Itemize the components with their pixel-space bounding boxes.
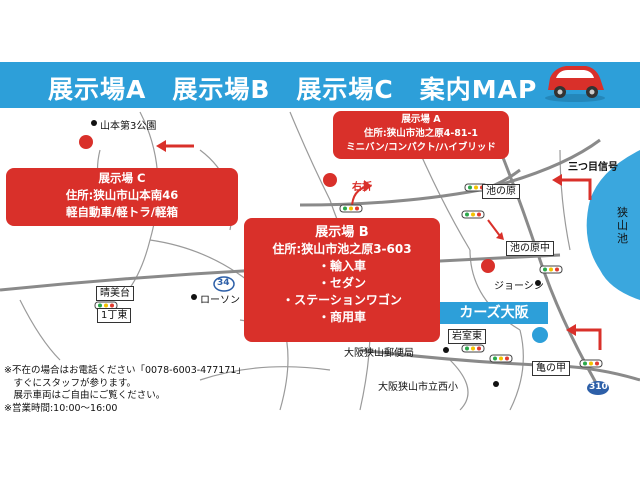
label-school: 大阪狭山市立西小 bbox=[378, 382, 458, 393]
callout-showroom-b: 展示場 B 住所:狭山市池之原3-603 ・輸入車 ・セダン ・ステーションワゴ… bbox=[244, 218, 440, 342]
note-line: すぐにスタッフが参ります。 bbox=[4, 377, 137, 389]
label-iwamuro: 岩室東 bbox=[448, 329, 486, 344]
car-icon bbox=[545, 66, 605, 102]
note-line: ※営業時間:10:00～16:00 bbox=[4, 402, 118, 414]
label-sayamaike: 狭山池 bbox=[617, 206, 628, 245]
label-post-office: 大阪狭山郵便局 bbox=[344, 348, 414, 359]
callout-showroom-a: 展示場 A 住所:狭山市池之原4-81-1 ミニバン/コンパクト/ハイブリッド bbox=[333, 111, 509, 159]
label-yamamoto-park: 山本第3公園 bbox=[100, 121, 157, 132]
arrow-mitsume bbox=[560, 178, 592, 200]
notes: ※不在の場合はお電話ください「0078-6003-477171」 すぐにスタッフ… bbox=[4, 365, 246, 415]
marker-cars-osaka bbox=[532, 327, 548, 343]
note-line: ※不在の場合はお電話ください「0078-6003-477171」 bbox=[4, 365, 246, 376]
label-joshin: ジョーシン bbox=[494, 281, 544, 292]
callout-c-title: 展示場 C bbox=[98, 171, 146, 185]
label-chome: 1丁東 bbox=[97, 308, 132, 323]
callout-c-items: 軽自動車/軽トラ/軽箱 bbox=[66, 205, 178, 219]
label-ikenohara: 池の原 bbox=[482, 184, 520, 199]
traffic-lights bbox=[94, 183, 603, 368]
label-kamenoko: 亀の甲 bbox=[532, 361, 570, 376]
callout-a-address: 住所:狭山市池之原4-81-1 bbox=[363, 128, 479, 139]
callout-b-item: ・商用車 bbox=[317, 310, 366, 324]
note-line: 展示車両はご自由にご覧ください。 bbox=[4, 390, 166, 401]
callout-a-items: ミニバン/コンパクト/ハイブリッド bbox=[346, 142, 496, 153]
route-310: 310 bbox=[589, 382, 608, 392]
label-uturn: 右折 bbox=[352, 182, 372, 193]
callout-b-item: ・ステーションワゴン bbox=[282, 293, 402, 307]
label-ikenohara-naka: 池の原中 bbox=[506, 241, 554, 256]
route-34: 34 bbox=[217, 278, 230, 288]
label-lawson: ローソン bbox=[200, 295, 240, 306]
callout-a-title: 展示場 A bbox=[401, 114, 441, 125]
callout-b-title: 展示場 B bbox=[315, 225, 369, 240]
label-cars-osaka: カーズ大阪 bbox=[440, 302, 548, 324]
callout-c-address: 住所:狭山市山本南46 bbox=[65, 188, 179, 202]
callout-showroom-c: 展示場 C 住所:狭山市山本南46 軽自動車/軽トラ/軽箱 bbox=[6, 168, 238, 226]
arrow-down bbox=[487, 219, 501, 237]
arrow-kamenoko bbox=[575, 328, 602, 350]
marker-b bbox=[481, 259, 495, 273]
callout-b-address: 住所:狭山市池之原3-603 bbox=[272, 242, 412, 256]
label-seibidai: 晴美台 bbox=[96, 286, 134, 301]
header-banner bbox=[0, 62, 640, 108]
page-title: 展示場A 展示場B 展示場C 案内MAP bbox=[48, 75, 538, 104]
callout-b-item: ・セダン bbox=[317, 276, 366, 290]
callout-b-item: ・輸入車 bbox=[317, 259, 366, 273]
marker-c bbox=[79, 135, 93, 149]
label-mitsume: 三つ目信号 bbox=[568, 162, 618, 173]
sayama-pond bbox=[586, 150, 640, 300]
marker-a bbox=[323, 173, 337, 187]
